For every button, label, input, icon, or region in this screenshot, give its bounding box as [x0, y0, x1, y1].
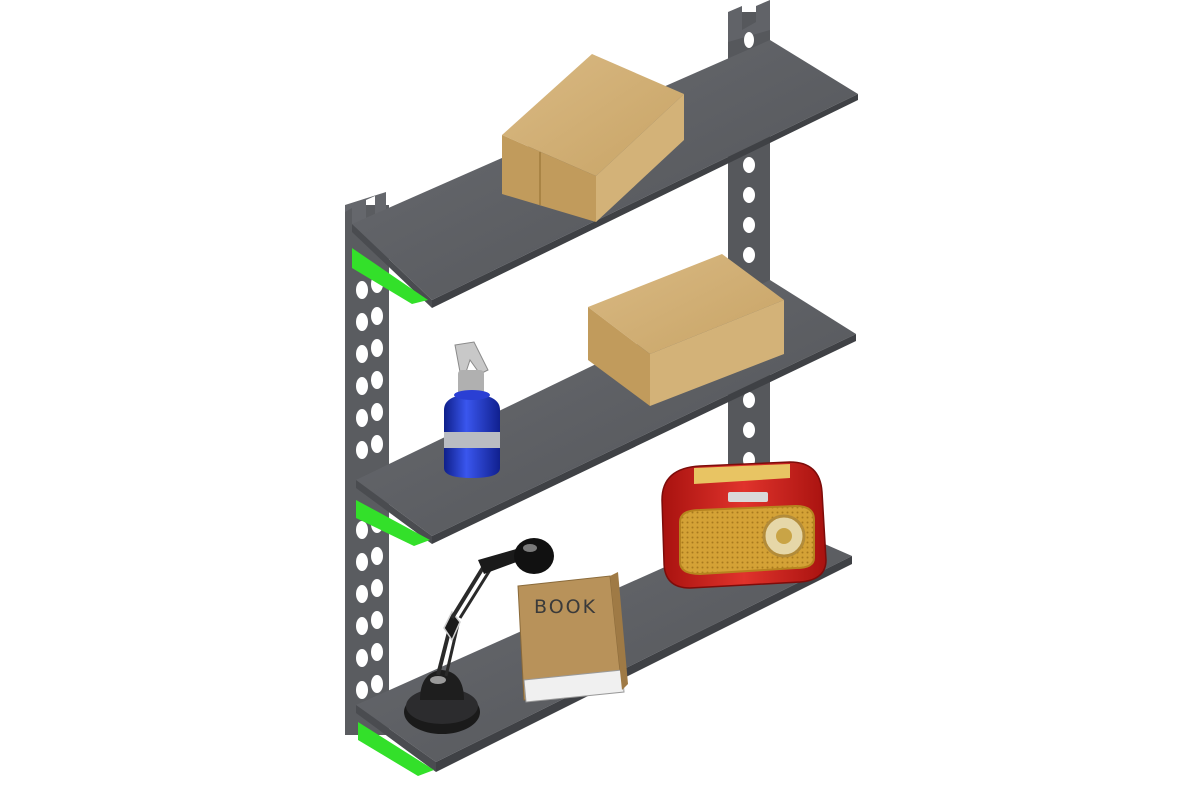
book-title: BOOK — [534, 596, 597, 618]
book: BOOK — [517, 572, 628, 703]
desk-lamp — [404, 538, 554, 734]
top-cardboard-box — [502, 54, 684, 222]
middle-shelf-bracket — [356, 500, 430, 546]
middle-cardboard-box — [588, 254, 784, 406]
spray-bottle — [444, 341, 500, 478]
bottom-shelf-bracket — [358, 722, 434, 776]
radio — [661, 461, 827, 589]
top-shelf-bracket — [352, 248, 428, 304]
